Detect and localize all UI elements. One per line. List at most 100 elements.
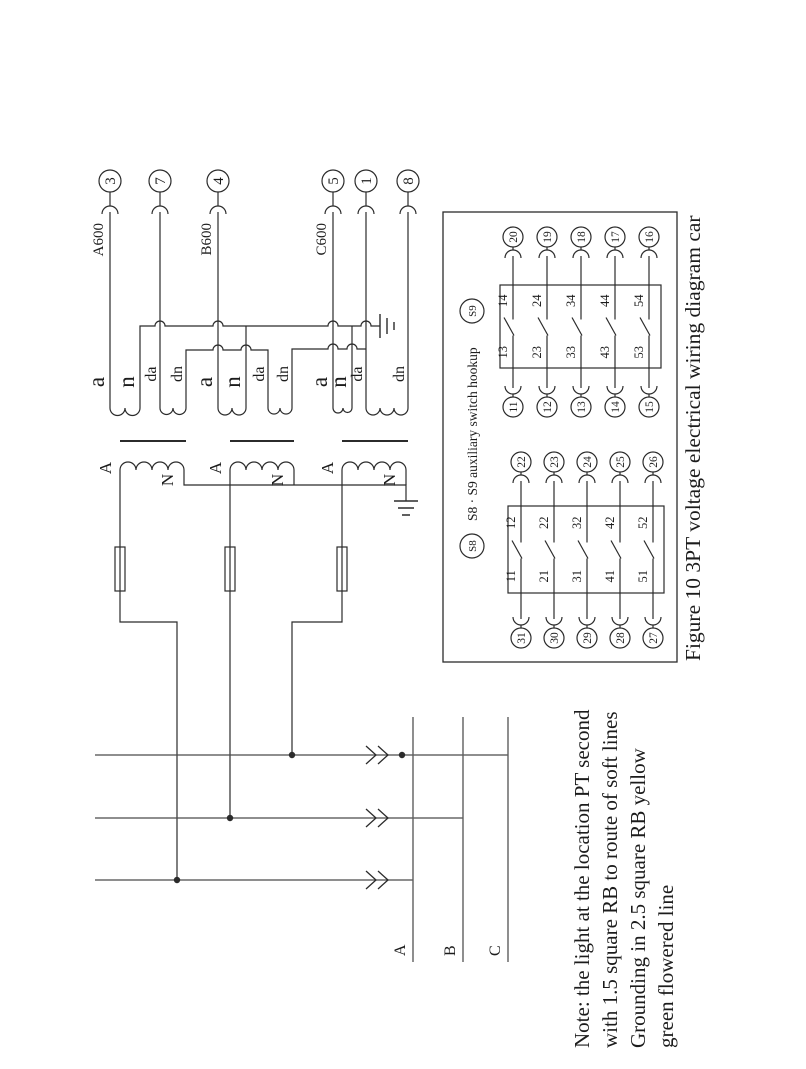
contact-blade — [503, 317, 515, 336]
s8-contact-number: 52 — [636, 517, 650, 530]
winding-label-n: n — [114, 376, 139, 388]
winding-label-dn: dn — [169, 366, 186, 382]
contact-blade — [639, 317, 651, 336]
s9-terminal-number: 17 — [610, 231, 622, 243]
terminal-socket-arc — [545, 616, 563, 626]
note-line: green flowered line — [654, 884, 678, 1048]
link-dn1-da2 — [185, 344, 269, 408]
s9-badge-circle — [459, 298, 485, 324]
terminal-socket-arc — [578, 474, 596, 484]
terminal-socket-arc — [611, 616, 629, 626]
terminal-socket-arc — [504, 385, 522, 395]
s8-contact-box — [507, 505, 665, 594]
n-ground-bus — [139, 320, 380, 408]
coil-secondary-da2dn2 — [267, 407, 293, 415]
s9-terminal-circle — [638, 226, 660, 248]
junction-dot — [226, 814, 234, 822]
wire-label: B600 — [199, 223, 215, 256]
s8-terminal-number: 29 — [582, 632, 594, 644]
s9-terminal-number: 18 — [576, 231, 588, 243]
s8-terminal-number: 31 — [516, 632, 528, 644]
hv-lead-phase-c — [291, 470, 343, 755]
fuse — [336, 546, 348, 592]
winding-label-a: a — [192, 377, 217, 387]
terminal-socket-arc — [572, 385, 590, 395]
contact-blade — [643, 540, 655, 559]
switch-panel-border — [442, 211, 678, 663]
junction-dot — [398, 751, 406, 759]
switch-panel-heading: S8 · S9 auxiliary switch hookup — [465, 347, 480, 521]
s9-terminal-number: 19 — [542, 231, 554, 243]
winding-label-n: n — [326, 376, 351, 388]
hv-lead-phase-a — [119, 470, 178, 880]
s9-terminal-circle — [536, 226, 558, 248]
winding-label-da: da — [143, 366, 160, 381]
s9-terminal-number: 20 — [508, 231, 520, 243]
coil-secondary-a3n3 — [332, 407, 353, 414]
terminal-socket-arc — [504, 249, 522, 259]
s9-contact-number: 13 — [496, 346, 510, 359]
s8-contact-number: 41 — [603, 570, 617, 583]
note-line: with 1.5 square RB to route of soft line… — [598, 711, 622, 1048]
terminal-socket-arc — [578, 616, 596, 626]
terminal-socket-arc — [611, 474, 629, 484]
s9-terminal-number: 13 — [576, 401, 588, 413]
junction-dot — [173, 876, 181, 884]
s9-contact-number: 53 — [632, 346, 646, 359]
s9-contact-number: 33 — [564, 346, 578, 359]
s9-contact-number: 44 — [598, 294, 612, 307]
fuse — [224, 546, 236, 592]
primary-label-n: N — [268, 474, 287, 486]
contact-blade — [610, 540, 622, 559]
terminal-circle — [148, 169, 172, 193]
s9-terminal-number: 15 — [644, 401, 656, 413]
bus-label: C — [487, 945, 504, 956]
terminal-socket-arc — [151, 205, 169, 215]
terminal-number: 4 — [211, 177, 227, 185]
s9-terminal-circle — [502, 226, 524, 248]
primary-label-a: A — [96, 461, 115, 474]
terminal-socket-arc — [512, 474, 530, 484]
s9-contact-number: 23 — [530, 346, 544, 359]
bus-label: B — [442, 945, 459, 956]
terminal-socket-arc — [606, 249, 624, 259]
terminal-number: 5 — [326, 177, 342, 185]
disconnect-arrow-icon — [365, 745, 389, 765]
terminal-socket-arc — [399, 205, 417, 215]
disconnect-arrow-icon — [365, 808, 389, 828]
note-line: Grounding in 2.5 square RB yellow — [626, 748, 650, 1048]
contact-blade — [577, 540, 589, 559]
s8-terminal-number: 28 — [615, 632, 627, 644]
terminal-number: 1 — [359, 177, 375, 185]
s8-badge-circle — [459, 533, 485, 559]
s9-terminal-number: 14 — [610, 401, 622, 413]
primary-label-a: A — [206, 461, 225, 474]
coil-secondary-a1n1 — [109, 407, 141, 417]
terminal-socket-arc — [644, 474, 662, 484]
s8-contact-number: 22 — [537, 517, 551, 530]
s8-contact-number: 51 — [636, 570, 650, 583]
terminal-socket-arc — [101, 205, 119, 215]
coil-secondary-da3dn3 — [365, 407, 409, 416]
terminal-socket-arc — [545, 474, 563, 484]
winding-label-dn: dn — [391, 366, 408, 382]
terminal-number: 8 — [401, 177, 417, 185]
s8-terminal-number: 22 — [516, 456, 528, 468]
winding-label-n: n — [220, 376, 245, 388]
s9-contact-number: 43 — [598, 346, 612, 359]
s8-contact-number: 32 — [570, 517, 584, 530]
s8-terminal-number: 25 — [615, 456, 627, 468]
terminal-socket-arc — [209, 205, 227, 215]
contact-blade — [571, 317, 583, 336]
terminal-socket-arc — [640, 249, 658, 259]
terminal-socket-arc — [512, 616, 530, 626]
s8-terminal-number: 27 — [648, 632, 660, 644]
winding-label-dn: dn — [275, 366, 292, 382]
s8-contact-number: 31 — [570, 570, 584, 583]
winding-label-da: da — [251, 366, 268, 381]
primary-label-a: A — [318, 461, 337, 474]
coil-primary — [119, 461, 185, 471]
winding-label-da: da — [349, 366, 366, 381]
